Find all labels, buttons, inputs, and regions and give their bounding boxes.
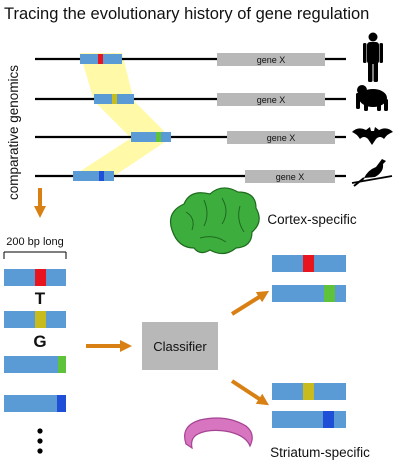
gene-box — [217, 53, 325, 66]
sequence-bar — [272, 411, 346, 428]
comparative-genomics-label: comparative genomics — [6, 65, 21, 200]
classifier-label: Classifier — [153, 339, 207, 354]
sequence-item — [4, 356, 66, 373]
alignment-highlight-2 — [94, 101, 171, 138]
sequence-bar — [4, 395, 66, 412]
nucleotide-label-t: T — [35, 289, 46, 308]
variant-yellow — [35, 311, 46, 328]
enhancer-region — [131, 132, 171, 142]
variant-blue — [99, 171, 104, 181]
gene-label: gene X — [257, 55, 286, 65]
genome-row-bird: gene X — [35, 170, 346, 183]
human-silhouette-icon — [363, 32, 383, 82]
striatum-icon — [184, 417, 253, 450]
arrow-to-striatum — [230, 379, 270, 406]
variant-blue — [323, 411, 334, 428]
striatum-sequence-item — [272, 411, 346, 428]
variant-yellow — [303, 383, 314, 400]
cortex-specific-label: Cortex-specific — [267, 212, 357, 227]
variant-yellow — [112, 94, 117, 104]
variant-green — [324, 285, 335, 302]
alignment-highlight-3 — [73, 138, 171, 176]
gene-box — [245, 170, 335, 183]
more-indicator — [37, 428, 43, 454]
variant-green — [58, 356, 66, 373]
striatum-sequence-item — [272, 383, 346, 400]
variant-red — [303, 255, 314, 272]
striatum-specific-label: Striatum-specific — [270, 445, 370, 460]
chimpanzee-silhouette-icon — [356, 85, 388, 111]
bird-silhouette-icon — [351, 159, 393, 187]
figure-title: Tracing the evolutionary history of gene… — [4, 5, 369, 23]
genome-row-chimpanzee: gene X — [35, 93, 346, 106]
gene-label: gene X — [267, 133, 296, 143]
variant-red — [35, 269, 46, 286]
gene-label: gene X — [276, 172, 305, 182]
length-bracket — [3, 251, 67, 259]
enhancer-region — [73, 171, 114, 181]
alignment-highlight-1 — [80, 53, 134, 101]
genome-row-bat: gene X — [35, 131, 346, 144]
arrow-to-cortex — [230, 290, 270, 316]
classifier-box — [142, 322, 218, 370]
variant-green — [156, 132, 161, 142]
brain-cortex-icon — [169, 187, 260, 255]
genome-row-human: gene X — [35, 53, 346, 66]
gene-label: gene X — [257, 95, 286, 105]
sequence-item — [4, 395, 66, 412]
variant-red — [98, 54, 103, 64]
cortex-sequence-item — [272, 255, 346, 272]
cortex-sequence-item — [272, 285, 346, 302]
bat-silhouette-icon — [352, 127, 393, 145]
sequence-item — [4, 311, 66, 328]
gene-box — [217, 93, 325, 106]
length-label: 200 bp long — [6, 236, 64, 248]
variant-blue — [57, 395, 66, 412]
nucleotide-label-g: G — [33, 332, 46, 351]
sequence-item — [4, 269, 66, 286]
gene-box — [227, 131, 335, 144]
sequence-bar — [4, 356, 66, 373]
